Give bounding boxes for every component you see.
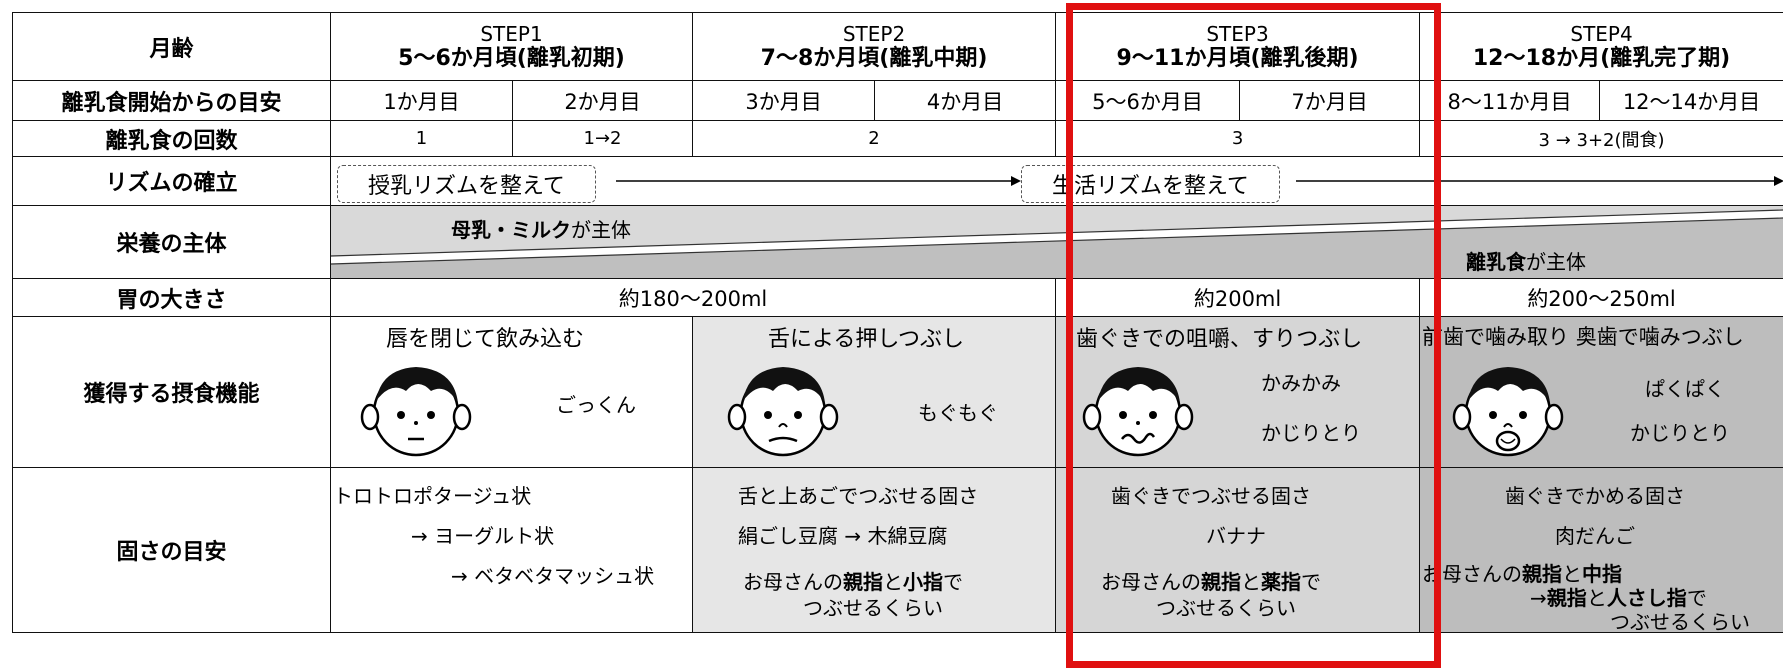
function-s4: 前歯で噛み取り 奥歯で噛みつぶし ぱくぱく かじりとり [1419,316,1783,468]
firmness-s4-l4: →親指と人さし指で [1530,586,1707,610]
firmness-s1: トロトロポタージュ状 → ヨーグルト状 → ベタベタマッシュ状 [329,467,694,633]
firmness-s2-l2: 絹ごし豆腐 → 木綿豆腐 [738,524,948,548]
firmness-row: 固さの目安 トロトロポタージュ状 → ヨーグルト状 → ベタベタマッシュ状 舌と… [12,467,1783,633]
firmness-s1-l3: → ベタベタマッシュ状 [451,564,655,588]
function-s1-sound: ごっくん [556,393,636,417]
feeding-rhythm-label: 授乳リズムを整えて [337,165,596,203]
row-header-rhythm: リズムの確立 [12,156,331,206]
firmness-s3-l4: つぶせるくらい [1156,596,1297,620]
step1-label: STEP1 [480,21,543,46]
function-s3: 歯ぐきでの咀嚼、すりつぶし かみかみ かじりとり [1055,316,1421,468]
function-s2-title: 舌による押しつぶし [768,327,965,352]
step2-header: STEP2 7～8か月頃(離乳中期) [692,12,1057,81]
step3-period: 9～11か月頃(離乳後期) [1116,45,1359,71]
month-cell: 1か月目 [330,80,513,121]
row-header-age: 月齢 [12,12,331,81]
step1-period: 5～6か月頃(離乳初期) [398,45,625,71]
function-s3-title: 歯ぐきでの咀嚼、すりつぶし [1076,327,1363,352]
age-row: 月齢 STEP1 5～6か月頃(離乳初期) STEP2 7～8か月頃(離乳中期)… [12,12,1783,81]
rhythm-row: リズムの確立 授乳リズムを整えて 生活リズムを整えて [12,156,1783,206]
firmness-s1-l2: → ヨーグルト状 [411,524,555,548]
since-start-row: 離乳食開始からの目安 1か月目 2か月目 3か月目 4か月目 5～6か月目 7か… [12,80,1783,121]
step4-period: 12～18か月(離乳完了期) [1472,45,1731,71]
row-header-stomach: 胃の大きさ [12,278,331,317]
function-s3-sound1: かみかみ [1261,371,1342,395]
firmness-s1-l1: トロトロポタージュ状 [333,484,532,508]
firmness-s4-l2: 肉だんご [1555,524,1636,548]
baby-face-icon [360,367,472,457]
function-s4-sound1: ぱくぱく [1645,377,1726,401]
month-cell: 7か月目 [1239,80,1421,121]
stomach-s4: 約200～250ml [1419,278,1783,317]
stomach-s12: 約180～200ml [329,278,1057,317]
month-cell: 12～14か月目 [1599,80,1783,121]
milk-main-label: 母乳・ミルクが主体 [451,218,631,242]
baby-face-icon [1452,367,1564,457]
function-s1: 唇を閉じて飲み込む ごっくん [329,316,694,468]
firmness-s2-l3: お母さんの親指と小指で [743,570,964,594]
function-s4-title: 前歯で噛み取り 奥歯で噛みつぶし [1422,325,1744,349]
firmness-s4-l5: つぶせるくらい [1610,610,1751,633]
function-s3-sound2: かじりとり [1261,421,1362,445]
meals-s3: 3 [1055,120,1421,157]
step3-header: STEP3 9～11か月頃(離乳後期) [1055,12,1421,81]
weaning-table: 月齢 STEP1 5～6か月頃(離乳初期) STEP2 7～8か月頃(離乳中期)… [12,12,1783,633]
step2-period: 7～8か月頃(離乳中期) [760,45,988,71]
function-s2-sound: もぐもぐ [918,401,999,425]
step3-label: STEP3 [1206,21,1269,46]
row-header-meals: 離乳食の回数 [12,120,331,157]
stomach-row: 胃の大きさ 約180～200ml 約200ml 約200～250ml [12,278,1783,317]
firmness-s2-l1: 舌と上あごでつぶせる固さ [738,484,979,508]
nutrition-wedge [331,206,1783,278]
nutrition-row: 栄養の主体 母乳・ミルクが主体 離乳食が主体 [12,205,1783,279]
firmness-s3-l1: 歯ぐきでつぶせる固さ [1111,484,1312,508]
row-header-firmness: 固さの目安 [12,467,331,633]
step1-header: STEP1 5～6か月頃(離乳初期) [329,12,694,81]
month-cell: 8～11か月目 [1419,80,1601,121]
baby-face-icon [1082,367,1194,457]
month-cell: 2か月目 [511,80,694,121]
function-s4-sound2: かじりとり [1630,421,1731,445]
rhythm-cell: 授乳リズムを整えて 生活リズムを整えて [329,156,1783,206]
life-rhythm-label: 生活リズムを整えて [1021,165,1280,203]
firmness-s3-l3: お母さんの親指と薬指で [1101,570,1322,594]
month-cell: 4か月目 [874,80,1057,121]
meals-s1a: 1 [330,120,513,157]
meals-row: 離乳食の回数 1 1→2 2 3 3 → 3+2(間食) [12,120,1783,157]
food-main-label: 離乳食が主体 [1466,250,1586,274]
firmness-s2-l4: つぶせるくらい [803,596,944,620]
rhythm-arrows [616,176,1783,186]
row-header-since-start: 離乳食開始からの目安 [12,80,331,121]
firmness-s4-l1: 歯ぐきでかめる固さ [1505,484,1686,508]
meals-s2: 2 [692,120,1057,157]
stomach-s3: 約200ml [1055,278,1421,317]
function-s2: 舌による押しつぶし もぐもぐ [692,316,1057,468]
firmness-s2: 舌と上あごでつぶせる固さ 絹ごし豆腐 → 木綿豆腐 お母さんの親指と小指で つぶ… [692,467,1057,633]
step4-header: STEP4 12～18か月(離乳完了期) [1419,12,1783,81]
month-cell: 3か月目 [692,80,876,121]
meals-s4: 3 → 3+2(間食) [1419,120,1783,157]
firmness-s4: 歯ぐきでかめる固さ 肉だんご お母さんの親指と中指 →親指と人さし指で つぶせる… [1419,467,1783,633]
nutrition-cell: 母乳・ミルクが主体 離乳食が主体 [329,205,1783,279]
function-s1-title: 唇を閉じて飲み込む [386,327,585,352]
meals-s1b: 1→2 [511,120,694,157]
row-header-function: 獲得する摂食機能 [12,316,331,468]
month-cell: 5～6か月目 [1055,80,1241,121]
step2-label: STEP2 [842,21,906,46]
firmness-s3: 歯ぐきでつぶせる固さ バナナ お母さんの親指と薬指で つぶせるくらい [1055,467,1421,633]
function-row: 獲得する摂食機能 唇を閉じて飲み込む ごっくん 舌による押しつぶし [12,316,1783,468]
firmness-s3-l2: バナナ [1206,524,1267,548]
baby-face-icon [727,367,839,457]
row-header-nutrition: 栄養の主体 [12,205,331,279]
step4-label: STEP4 [1570,21,1633,46]
